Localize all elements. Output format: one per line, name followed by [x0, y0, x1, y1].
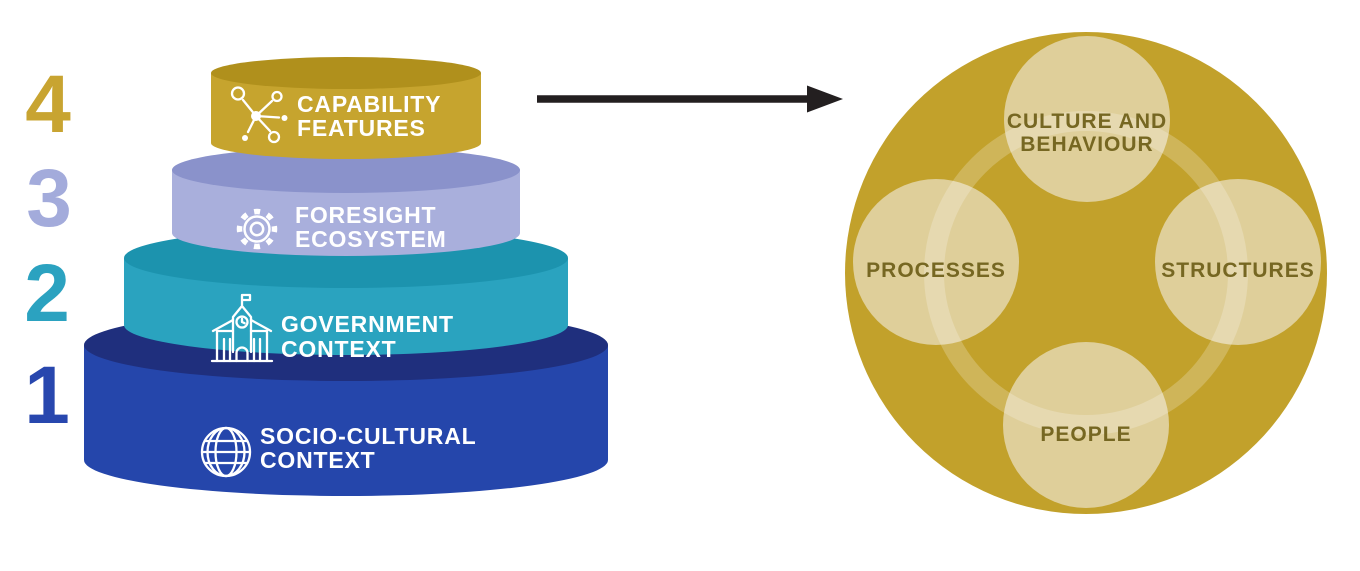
tier-4-cylinder — [211, 57, 481, 159]
tier-3-top-cap — [172, 147, 520, 193]
capability-circle-diagram: CULTURE AND BEHAVIOUR PROCESSES STRUCTUR… — [845, 32, 1327, 514]
tier-3-label-line-1: FORESIGHT — [295, 202, 436, 228]
globe-icon — [200, 426, 252, 478]
culture-label-line-1: CULTURE AND — [1007, 110, 1167, 133]
layer-cake: 4 3 2 1 CAPABILITY FEATURES FORESIGHT — [24, 57, 608, 496]
processes-label: PROCESSES — [866, 259, 1006, 282]
tier-3-label-line-2: ECOSYSTEM — [295, 226, 447, 252]
level-number-3: 3 — [26, 153, 72, 244]
tier-1-label: SOCIO-CULTURAL CONTEXT — [260, 423, 476, 473]
tier-2-label-line-1: GOVERNMENT — [281, 311, 454, 337]
connecting-ring — [924, 111, 1248, 435]
tier-4-label-line-2: FEATURES — [297, 115, 426, 141]
tier-4-label: CAPABILITY FEATURES — [297, 91, 441, 141]
tier-3-label: FORESIGHT ECOSYSTEM — [295, 202, 447, 252]
level-number-4: 4 — [25, 59, 71, 150]
culture-label-line-2: BEHAVIOUR — [1020, 133, 1153, 156]
tier-4-top-cap — [211, 57, 481, 89]
structures-circle — [1155, 179, 1321, 345]
tier-1-label-line-2: CONTEXT — [260, 447, 376, 473]
outer-gold-circle — [845, 32, 1327, 514]
level-number-2: 2 — [24, 248, 70, 339]
tier-1-label-line-1: SOCIO-CULTURAL — [260, 423, 476, 449]
government-building-icon — [210, 293, 274, 363]
people-label: PEOPLE — [1040, 423, 1131, 446]
people-circle — [1003, 342, 1169, 508]
culture-and-behaviour-label: CULTURE AND BEHAVIOUR — [1007, 110, 1167, 156]
flow-arrow — [537, 85, 843, 113]
structures-label: STRUCTURES — [1161, 259, 1315, 282]
level-number-1: 1 — [24, 350, 70, 441]
tier-2-label: GOVERNMENT CONTEXT — [281, 311, 454, 362]
processes-circle — [853, 179, 1019, 345]
tier-2-label-line-2: CONTEXT — [281, 336, 397, 362]
network-nodes-icon — [230, 86, 288, 144]
tier-4-label-line-1: CAPABILITY — [297, 91, 441, 117]
gear-icon — [236, 208, 278, 250]
culture-and-behaviour-circle — [1004, 36, 1170, 202]
level-numbers: 4 3 2 1 — [24, 59, 72, 441]
flow-arrow-head — [807, 85, 843, 113]
